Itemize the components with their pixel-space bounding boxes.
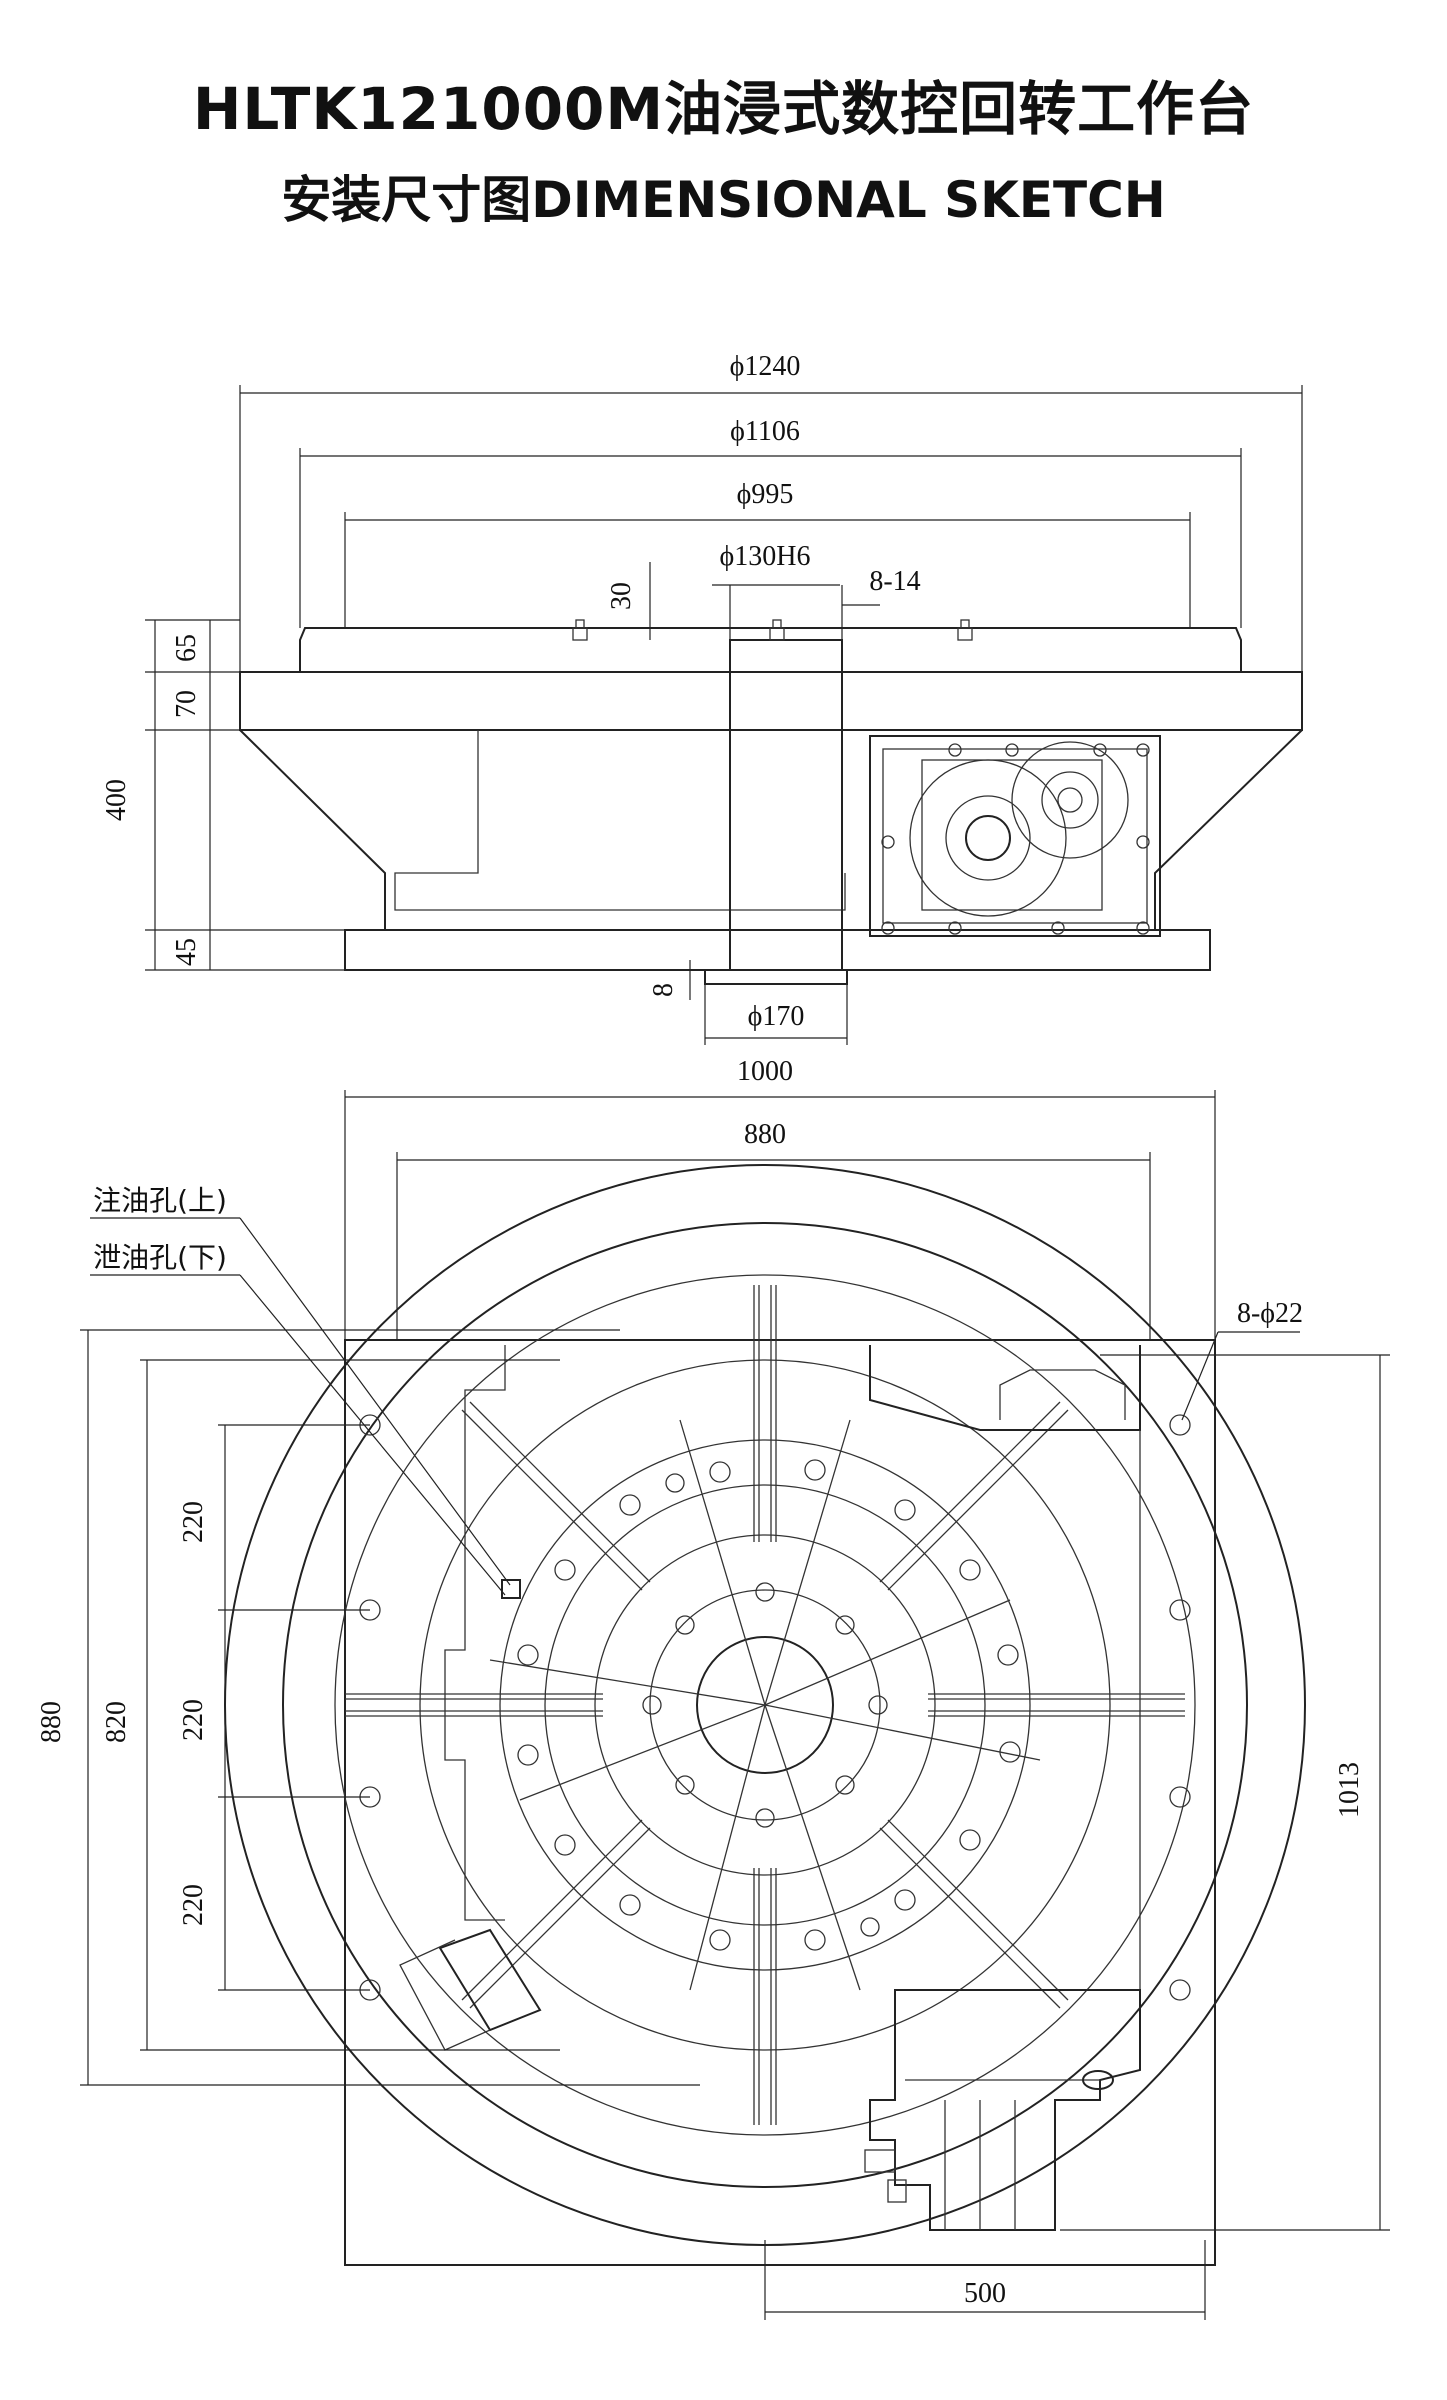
top-view: 1000 880 注油孔(上) 泄油孔(下) 8-ϕ22 220 220 220… xyxy=(36,1056,1390,2320)
dim-500-line xyxy=(764,2240,1206,2320)
label-220-b: 220 xyxy=(178,1699,209,1741)
outer-bolt-holes xyxy=(517,1459,1021,1951)
label-phi170: ϕ170 xyxy=(748,1001,805,1032)
label-65: 65 xyxy=(171,634,202,662)
t-slot-sw xyxy=(461,1819,651,2009)
tapered-housing xyxy=(239,729,1303,931)
upper-body xyxy=(239,671,1303,731)
label-8-14: 8-14 xyxy=(869,566,920,597)
t-bolt-left xyxy=(572,619,588,641)
label-phi130h6: ϕ130H6 xyxy=(720,541,811,572)
inner-bolt-holes xyxy=(642,1582,888,1828)
label-8: 8 xyxy=(648,983,679,997)
label-220-c: 220 xyxy=(178,1884,209,1926)
inner-frame-left xyxy=(444,1345,506,1921)
dim-phi995-line xyxy=(344,512,1191,628)
label-phi1106: ϕ1106 xyxy=(730,416,800,447)
hole-leader xyxy=(1181,1331,1219,1421)
dim-8-line xyxy=(680,960,705,1000)
label-30: 30 xyxy=(606,582,637,610)
circle-4 xyxy=(419,1359,1111,2051)
circle-8 xyxy=(649,1589,881,1821)
label-phi1240: ϕ1240 xyxy=(730,351,801,382)
label-oil-drain: 泄油孔(下) xyxy=(93,1241,227,1274)
t-slots xyxy=(345,1285,1185,2125)
circle-5 xyxy=(499,1439,1031,1971)
gearbox xyxy=(869,735,1161,937)
dim-1000-line xyxy=(344,1090,1216,1340)
drain-box xyxy=(399,1928,542,2051)
oil-hole-marker xyxy=(501,1579,521,1599)
bottom-housing xyxy=(864,1989,1141,2231)
t-slot-ne xyxy=(879,1401,1069,1591)
t-slot-n xyxy=(753,1285,777,1542)
t-slot-se xyxy=(879,1819,1069,2009)
label-phi995: ϕ995 xyxy=(737,479,794,510)
center-bore xyxy=(696,1636,834,1774)
t-slot-nw xyxy=(461,1401,651,1591)
circle-995 xyxy=(334,1274,1196,2136)
label-880-top: 880 xyxy=(744,1119,786,1150)
label-500: 500 xyxy=(964,2278,1006,2309)
dim-left-stack xyxy=(145,619,345,971)
label-70: 70 xyxy=(171,690,202,718)
square-base xyxy=(344,1339,1216,2266)
dim-phi130-line xyxy=(712,584,880,640)
label-8-phi22: 8-ϕ22 xyxy=(1237,1298,1303,1329)
label-45: 45 xyxy=(171,938,202,966)
t-bolt-center xyxy=(769,619,785,641)
spindle-bottom xyxy=(704,969,848,985)
dim-phi170-line xyxy=(704,984,848,1045)
side-view: ϕ1240 ϕ1106 ϕ995 ϕ130H6 8-14 30 65 70 40… xyxy=(101,351,1303,1045)
oil-leader-2 xyxy=(239,1274,506,1596)
circle-1106 xyxy=(282,1222,1248,2188)
circle-7 xyxy=(594,1534,936,1876)
radial-lines xyxy=(489,1419,1041,1991)
label-oil-fill: 注油孔(上) xyxy=(93,1184,227,1217)
oil-leader-1 xyxy=(239,1217,511,1586)
inner-recess xyxy=(394,730,846,911)
dim-phi1106-line xyxy=(299,448,1242,628)
label-400: 400 xyxy=(101,779,132,821)
label-820: 820 xyxy=(101,1701,132,1743)
spindle xyxy=(729,639,843,971)
dim-880-top-line xyxy=(396,1152,1151,1340)
label-1000: 1000 xyxy=(737,1056,793,1087)
dim-phi1240-line xyxy=(239,385,1303,672)
label-220-a: 220 xyxy=(178,1501,209,1543)
t-slot-e xyxy=(928,1693,1185,1717)
circle-6 xyxy=(544,1484,986,1926)
gearbox-top-view xyxy=(869,1345,1141,2050)
t-slot-s xyxy=(753,1868,777,2125)
drawing-title: HLTK121000M油浸式数控回转工作台 xyxy=(192,75,1255,143)
t-slot-w xyxy=(345,1693,603,1717)
label-1013: 1013 xyxy=(1334,1762,1365,1818)
label-880-left: 880 xyxy=(36,1701,67,1743)
drawing-subtitle: 安装尺寸图DIMENSIONAL SKETCH xyxy=(281,171,1166,229)
t-bolt-right xyxy=(957,619,973,641)
dim-left-lines xyxy=(80,1329,700,2086)
dim-1013-line xyxy=(1060,1354,1390,2231)
base-mounting-holes xyxy=(359,1414,1191,2001)
